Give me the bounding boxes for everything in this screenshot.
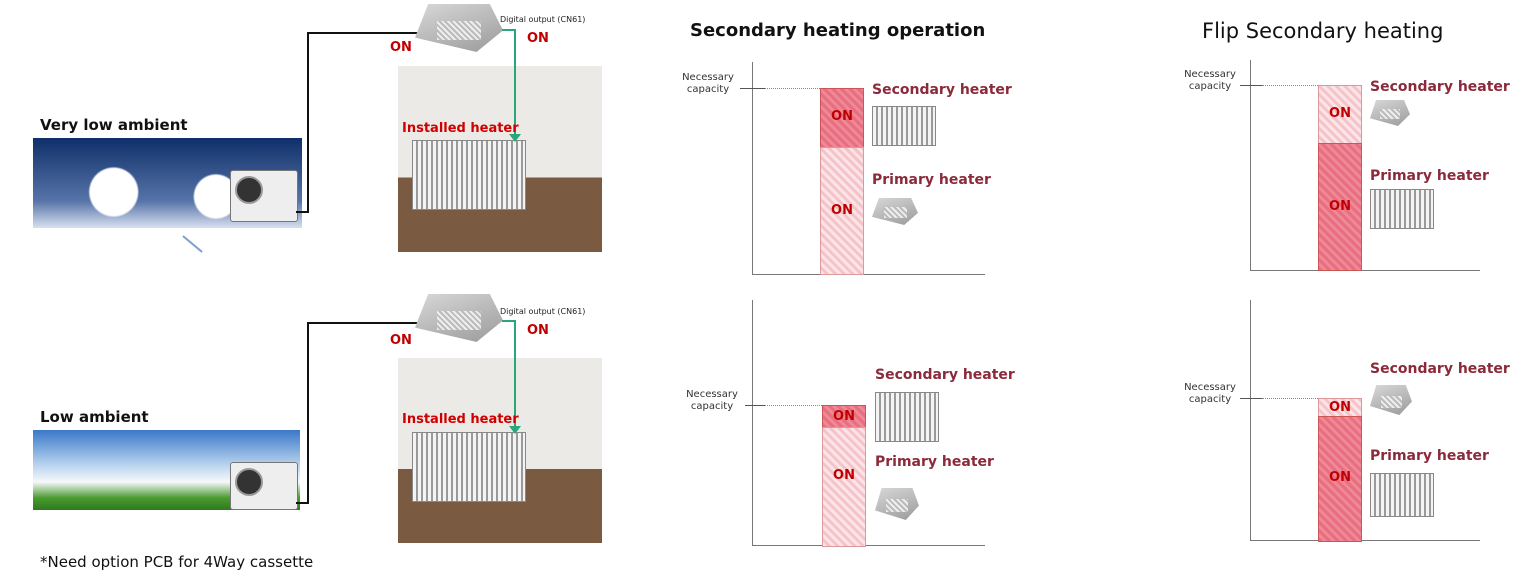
decorative-line bbox=[182, 235, 203, 253]
arrow-down-icon bbox=[509, 426, 521, 434]
on-label: ON bbox=[390, 40, 412, 55]
primary-bar: ON bbox=[1318, 416, 1362, 542]
ambient-label: Very low ambient bbox=[40, 116, 188, 134]
capacity-tick bbox=[1240, 398, 1262, 399]
y-axis bbox=[752, 62, 753, 274]
secondary-heater-label: Secondary heater bbox=[872, 82, 1012, 98]
y-axis bbox=[1250, 300, 1251, 540]
capacity-line bbox=[1262, 398, 1318, 399]
necessary-capacity-label: Necessary capacity bbox=[686, 389, 738, 412]
capacity-tick bbox=[740, 88, 765, 89]
on-label: ON bbox=[527, 31, 549, 46]
capacity-line bbox=[765, 405, 822, 406]
radiator-icon bbox=[412, 140, 526, 210]
primary-heater-label: Primary heater bbox=[872, 172, 991, 188]
wire bbox=[296, 502, 309, 504]
cassette-unit-icon bbox=[415, 4, 503, 52]
secondary-bar: ON bbox=[820, 88, 864, 148]
capacity-tick bbox=[1240, 85, 1262, 86]
wire bbox=[307, 32, 309, 213]
capacity-tick bbox=[745, 405, 765, 406]
primary-bar: ON bbox=[822, 427, 866, 547]
secondary-bar: ON bbox=[822, 405, 866, 428]
digital-output-label: Digital output (CN61) bbox=[500, 307, 586, 316]
on-label: ON bbox=[527, 323, 549, 338]
secondary-title: Secondary heating operation bbox=[690, 20, 986, 41]
necessary-capacity-label: Necessary capacity bbox=[682, 72, 734, 95]
signal-line bbox=[502, 29, 516, 31]
footnote: *Need option PCB for 4Way cassette bbox=[40, 553, 314, 571]
on-label: ON bbox=[390, 333, 412, 348]
signal-line bbox=[514, 29, 516, 137]
signal-line bbox=[502, 320, 516, 322]
necessary-capacity-label: Necessary capacity bbox=[1184, 382, 1236, 405]
primary-bar: ON bbox=[820, 147, 864, 275]
wire bbox=[307, 322, 422, 324]
radiator-icon bbox=[875, 392, 939, 442]
radiator-icon bbox=[412, 432, 526, 502]
outdoor-unit-icon bbox=[230, 462, 298, 510]
secondary-heater-label: Secondary heater bbox=[1370, 79, 1510, 95]
radiator-icon bbox=[872, 106, 936, 146]
y-axis bbox=[1250, 60, 1251, 270]
ambient-label: Low ambient bbox=[40, 408, 149, 426]
wire bbox=[296, 211, 309, 213]
primary-heater-label: Primary heater bbox=[875, 454, 994, 470]
digital-output-label: Digital output (CN61) bbox=[500, 15, 586, 24]
capacity-line bbox=[1262, 85, 1318, 86]
primary-heater-label: Primary heater bbox=[1370, 448, 1489, 464]
secondary-heater-label: Secondary heater bbox=[875, 367, 1015, 383]
capacity-line bbox=[765, 88, 820, 89]
outdoor-unit-icon bbox=[230, 170, 298, 222]
installed-heater-label: Installed heater bbox=[402, 121, 519, 136]
radiator-icon bbox=[1370, 473, 1434, 517]
cassette-icon bbox=[1370, 385, 1412, 415]
secondary-heater-label: Secondary heater bbox=[1370, 361, 1510, 377]
primary-heater-label: Primary heater bbox=[1370, 168, 1489, 184]
x-axis bbox=[1250, 540, 1480, 541]
x-axis bbox=[752, 274, 985, 275]
wire bbox=[307, 322, 309, 504]
flip-title: Flip Secondary heating bbox=[1202, 19, 1444, 43]
secondary-bar: ON bbox=[1318, 85, 1362, 144]
cassette-icon bbox=[872, 198, 918, 225]
primary-bar: ON bbox=[1318, 143, 1362, 271]
installed-heater-label: Installed heater bbox=[402, 412, 519, 427]
necessary-capacity-label: Necessary capacity bbox=[1184, 69, 1236, 92]
arrow-down-icon bbox=[509, 134, 521, 142]
radiator-icon bbox=[1370, 189, 1434, 229]
secondary-bar: ON bbox=[1318, 398, 1362, 417]
cassette-unit-icon bbox=[415, 294, 503, 342]
wire bbox=[307, 32, 422, 34]
x-axis bbox=[752, 545, 985, 546]
cassette-icon bbox=[875, 488, 919, 520]
x-axis bbox=[1250, 270, 1480, 271]
signal-line bbox=[514, 320, 516, 428]
y-axis bbox=[752, 300, 753, 545]
cassette-icon bbox=[1370, 100, 1410, 126]
